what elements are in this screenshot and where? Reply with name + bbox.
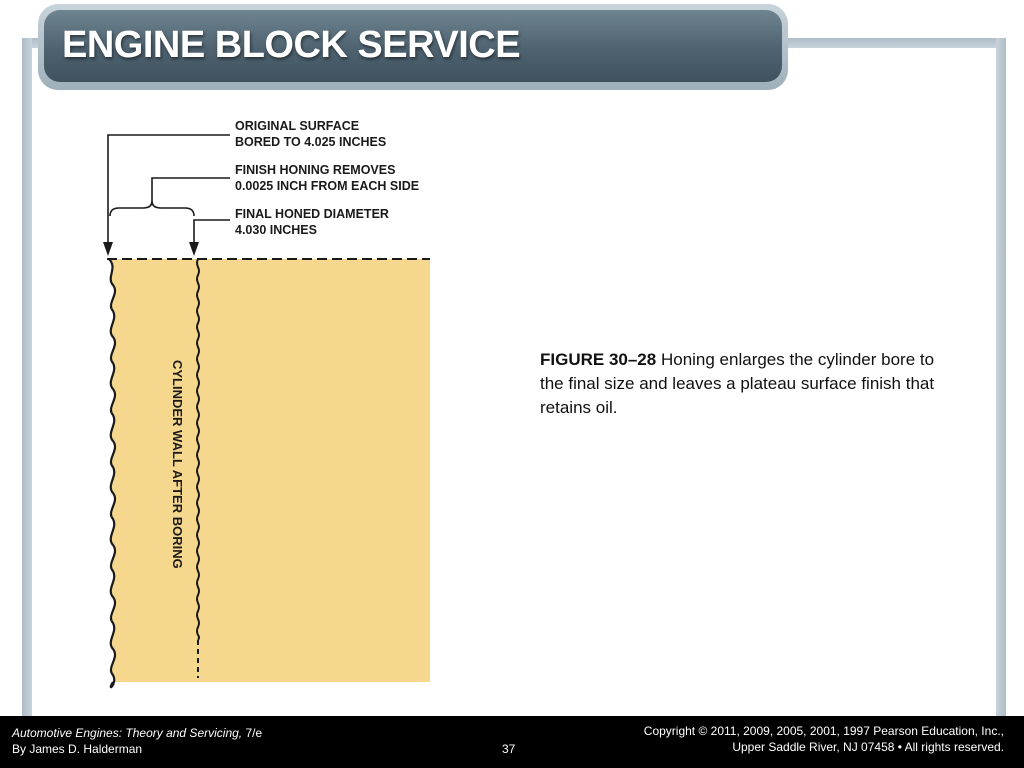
figure-number: FIGURE 30–28: [540, 350, 657, 369]
footer: Automotive Engines: Theory and Servicing…: [0, 716, 1024, 768]
slide-frame-left: [22, 38, 32, 718]
footer-author: By James D. Halderman: [12, 742, 143, 756]
final-diameter-arrowhead: [189, 242, 199, 256]
footer-edition: 7/e: [242, 726, 263, 740]
slide-title: ENGINE BLOCK SERVICE: [62, 24, 521, 66]
slide-frame-right: [996, 38, 1006, 718]
honing-bracket: [109, 200, 195, 217]
label-original-line2: BORED TO 4.025 INCHES: [235, 135, 386, 149]
honing-diagram: ORIGINAL SURFACE BORED TO 4.025 INCHES F…: [95, 110, 440, 690]
label-final-line1: FINAL HONED DIAMETER: [235, 207, 389, 221]
label-final-line2: 4.030 INCHES: [235, 223, 317, 237]
cylinder-wall-shape: [109, 259, 430, 688]
final-diameter-leader: [193, 219, 230, 246]
label-honing-line2: 0.0025 INCH FROM EACH SIDE: [235, 179, 419, 193]
honing-diagram-svg: ORIGINAL SURFACE BORED TO 4.025 INCHES F…: [103, 119, 430, 689]
footer-page-number: 37: [502, 742, 516, 756]
cylinder-wall-label: CYLINDER WALL AFTER BORING: [170, 360, 185, 569]
original-surface-leader: [107, 134, 230, 246]
original-surface-arrowhead: [103, 242, 113, 256]
bored-surface-edge: [108, 258, 117, 689]
honed-surface-line: [196, 258, 200, 641]
footer-book-title: Automotive Engines: Theory and Servicing…: [12, 726, 243, 740]
caption-text: Honing enlarges the cylinder bore to the…: [540, 350, 935, 417]
footer-copyright-line2: Upper Saddle River, NJ 07458 • All right…: [732, 740, 1004, 754]
honing-leader: [151, 177, 230, 202]
footer-book-line: Automotive Engines: Theory and Servicing…: [12, 726, 262, 740]
label-original-line1: ORIGINAL SURFACE: [235, 119, 359, 133]
footer-copyright-line1: Copyright © 2011, 2009, 2005, 2001, 1997…: [643, 724, 1004, 738]
label-honing-line1: FINISH HONING REMOVES: [235, 163, 395, 177]
title-bar-inner: [44, 10, 782, 82]
figure-caption: FIGURE 30–28 Honing enlarges the cylinde…: [540, 348, 960, 420]
